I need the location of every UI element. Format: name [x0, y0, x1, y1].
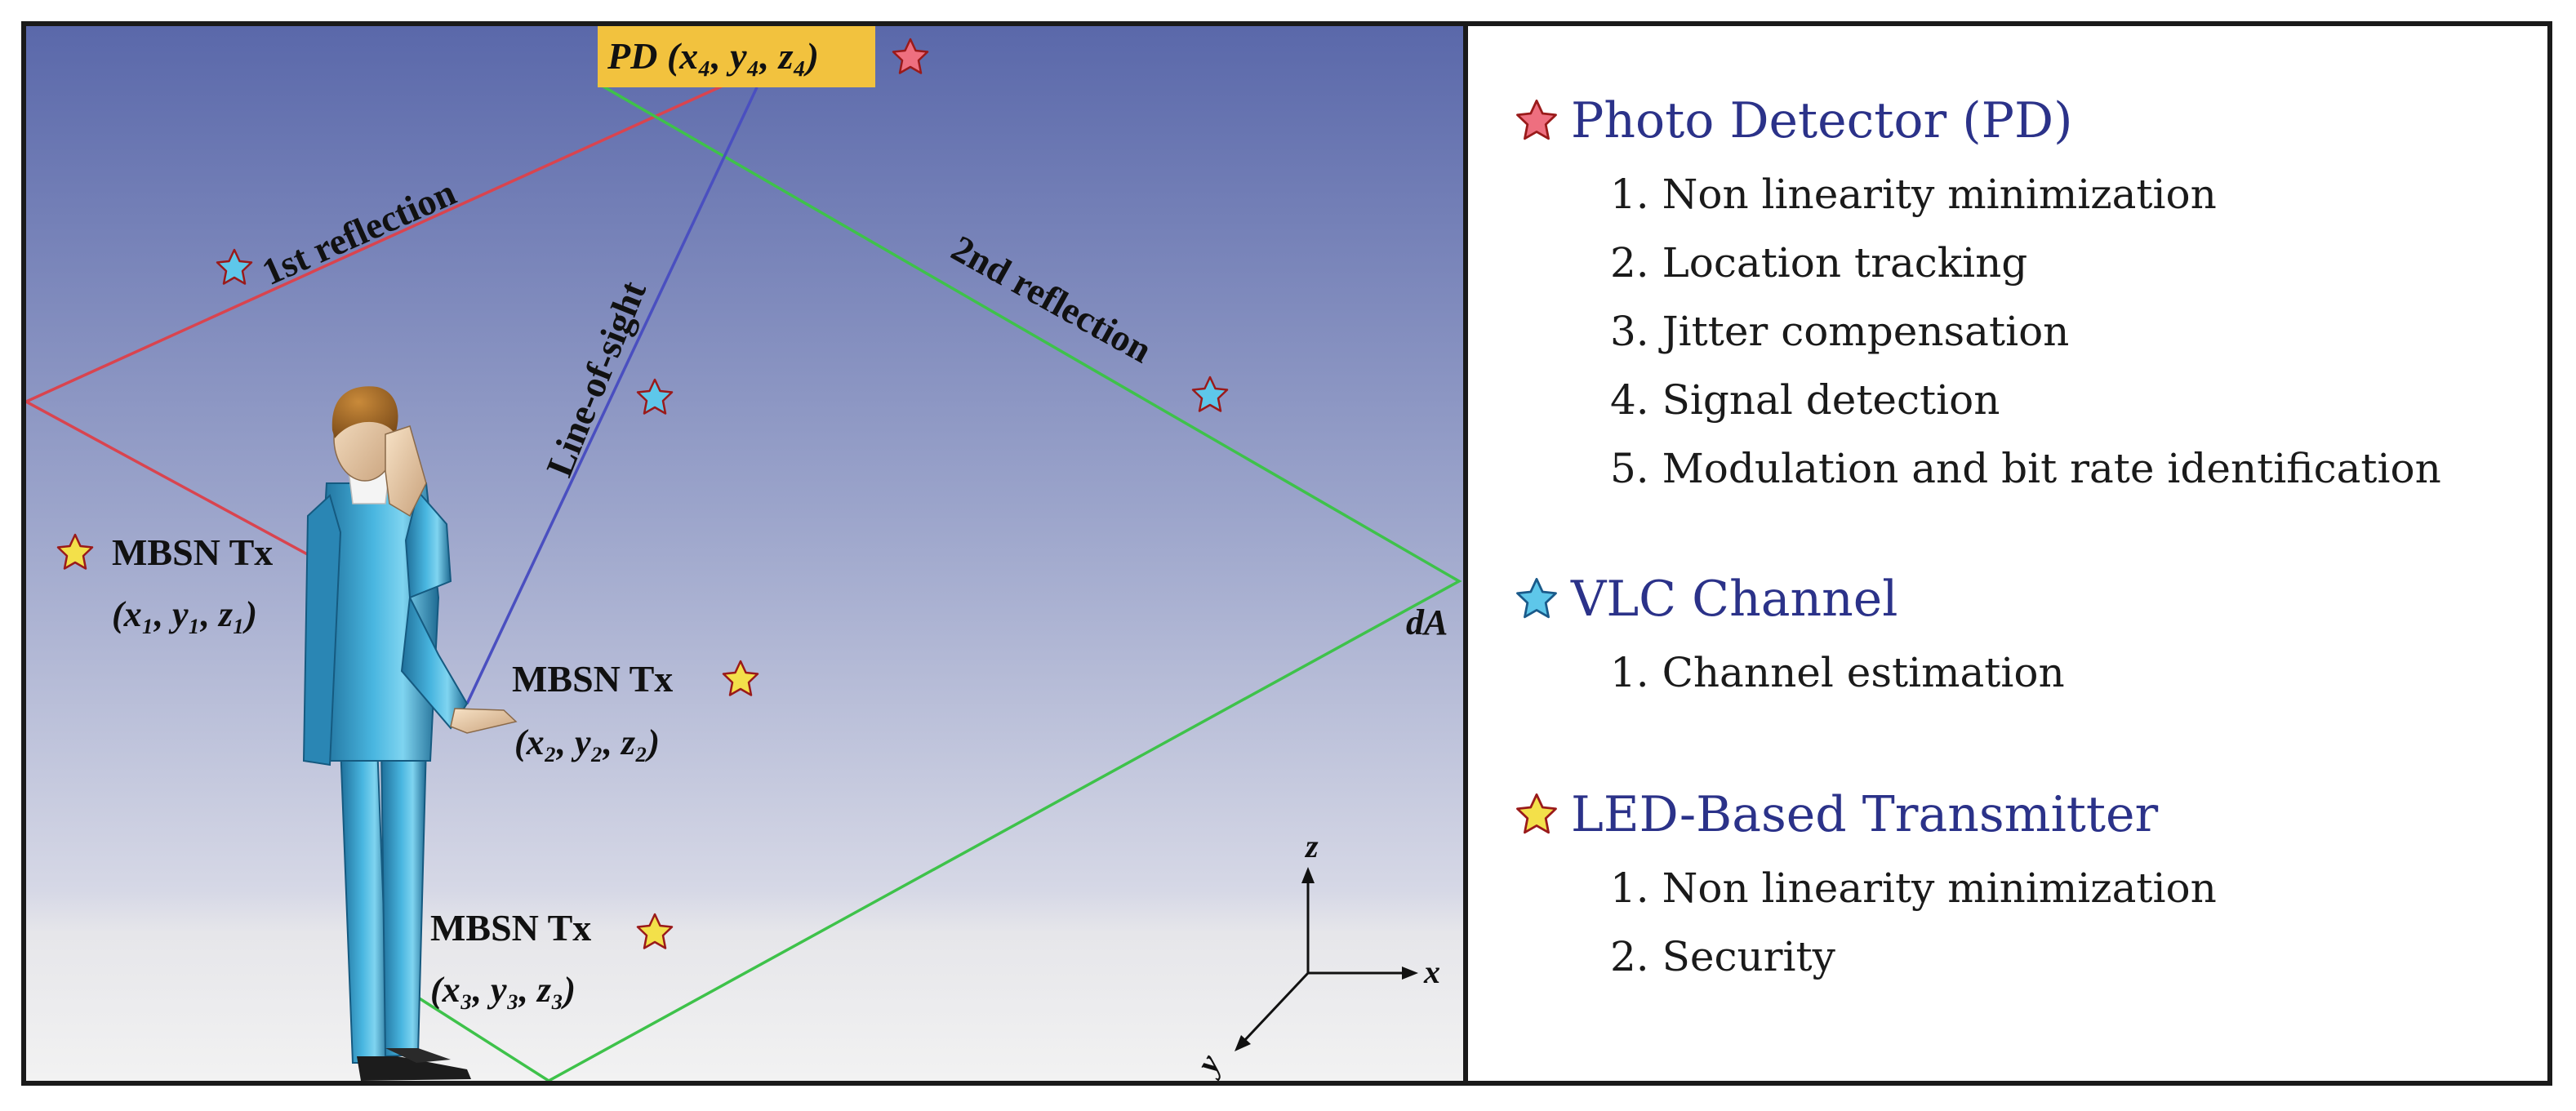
- vlc-legend-star-icon: [1516, 577, 1557, 619]
- vlc-section: VLC Channel 1. Channel estimation: [1514, 575, 2065, 707]
- line-of-sight-path: [465, 87, 759, 704]
- tx2-coords: (x₂, y₂, z₂): [514, 722, 660, 762]
- area-label: dA: [1406, 602, 1448, 642]
- pd-section-title: Photo Detector (PD): [1571, 92, 2073, 149]
- tx3-coords: (x₃, y₃, z₃): [430, 970, 576, 1010]
- vlc-item: 1. Channel estimation: [1610, 649, 2065, 696]
- led-legend-star-icon: [1516, 793, 1557, 834]
- pd-item: 5. Modulation and bit rate identificatio…: [1610, 445, 2441, 492]
- person-figure: [302, 386, 518, 1081]
- pd-label-box: [598, 26, 875, 87]
- led-item: 1. Non linearity minimization: [1610, 864, 2217, 912]
- led-section: LED-Based Transmitter 1. Non linearity m…: [1514, 790, 2217, 991]
- tx1-name: MBSN Tx: [112, 531, 273, 573]
- tx2-name: MBSN Tx: [512, 658, 673, 700]
- vlc-scene: PD (x₄, y₄, z₄) 1st reflection 2nd refle…: [26, 26, 1463, 1081]
- pd-item-list: 1. Non linearity minimization 2. Locatio…: [1514, 160, 2441, 503]
- pd-label: PD (x₄, y₄, z₄): [607, 35, 819, 77]
- led-item: 2. Security: [1610, 933, 1835, 980]
- pd-item: 4. Signal detection: [1610, 376, 2000, 424]
- led-section-title: LED-Based Transmitter: [1571, 786, 2159, 843]
- pd-item: 2. Location tracking: [1610, 239, 2028, 287]
- scene-background: [26, 26, 1463, 1081]
- pd-item: 3. Jitter compensation: [1610, 308, 2070, 355]
- vlc-section-title: VLC Channel: [1571, 571, 1898, 628]
- led-item-list: 1. Non linearity minimization 2. Securit…: [1514, 854, 2217, 991]
- figure-frame: PD (x₄, y₄, z₄) 1st reflection 2nd refle…: [21, 21, 2552, 1086]
- panel-divider: [1463, 26, 1468, 1081]
- second-reflection-to-foot: [417, 996, 549, 1081]
- coordinate-axes: [1235, 867, 1418, 1051]
- axis-x-label: x: [1423, 953, 1440, 990]
- axis-z-label: z: [1304, 828, 1319, 864]
- pd-item: 1. Non linearity minimization: [1610, 171, 2217, 218]
- tx1-coords: (x₁, y₁, z₁): [112, 594, 257, 634]
- tx3-name: MBSN Tx: [430, 907, 591, 949]
- legend-panel: Photo Detector (PD) 1. Non linearity min…: [1468, 26, 2547, 1081]
- first-reflection-path: [26, 82, 729, 558]
- vlc-item-list: 1. Channel estimation: [1514, 638, 2065, 707]
- second-reflection-path: [548, 82, 1462, 1081]
- pd-section: Photo Detector (PD) 1. Non linearity min…: [1514, 96, 2441, 503]
- pd-legend-star-icon: [1516, 99, 1557, 140]
